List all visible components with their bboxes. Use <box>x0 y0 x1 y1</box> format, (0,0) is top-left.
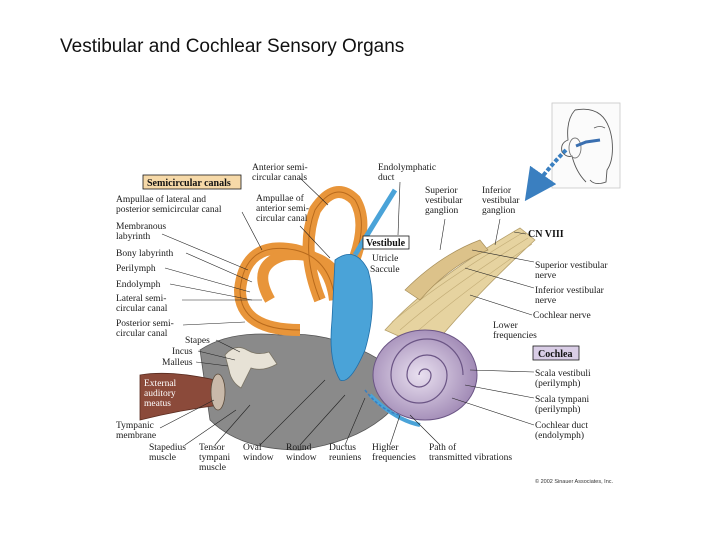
cn-viii-label: CN VIII <box>528 229 564 240</box>
semicircular-canals-label: Semicircular canals <box>147 178 231 189</box>
vibration-path <box>364 389 401 416</box>
external-meatus-label: External auditory meatus <box>144 379 179 409</box>
posterior-canal-label: Posterior semi- circular canal <box>116 319 176 339</box>
superior-ganglion-label: Superior vestibular ganglion <box>425 186 465 216</box>
ampullae-lateral-posterior-label: Ampullae of lateral and posterior semici… <box>116 194 222 215</box>
anterior-canals-label: Anterior semi- circular canals <box>252 163 310 183</box>
vestibule-body <box>330 253 373 382</box>
ossicles <box>224 347 278 389</box>
lateral-canal-label: Lateral semi- circular canal <box>116 294 169 314</box>
cochlear-duct-shape <box>368 393 421 427</box>
nerve-fibers <box>391 231 533 339</box>
inner-ear-mini <box>575 138 601 148</box>
superior-nerve-label: Superior vestibular nerve <box>535 261 610 281</box>
vestibule-label: Vestibule <box>366 238 406 249</box>
round-window-label: Round window <box>286 443 317 463</box>
incus-label: Incus <box>172 347 193 357</box>
cochlea-body <box>372 329 478 421</box>
utricle-label: Utricle <box>372 254 398 264</box>
anatomy-illustration <box>139 186 536 451</box>
higher-frequencies-label: Higher frequencies <box>372 443 416 463</box>
perilymph-label: Perilymph <box>116 264 156 274</box>
vestibular-ganglion <box>404 239 489 301</box>
stapedius-label: Stapedius muscle <box>149 443 188 463</box>
pointer-arrow <box>524 148 568 202</box>
slide-title: Vestibular and Cochlear Sensory Organs <box>60 36 405 57</box>
membranous-labyrinth-label: Membranous labyrinth <box>116 222 169 242</box>
cochlea-label: Cochlea <box>538 349 572 360</box>
semicircular-canals-box: Semicircular canals <box>142 174 242 190</box>
inferior-ganglion-label: Inferior vestibular ganglion <box>482 185 522 216</box>
tympanic-membrane-label: Tympanic membrane <box>116 421 156 441</box>
ductus-reuniens-label: Ductus reuniens <box>329 443 361 463</box>
leader-lines <box>159 177 535 446</box>
tensor-tympani-label: Tensor tympani muscle <box>199 443 233 473</box>
ampullae-anterior-label: Ampullae of anterior semi- circular cana… <box>256 193 311 224</box>
cochlear-nerve-label: Cochlear nerve <box>533 311 591 321</box>
path-of-vibrations-label: Path of transmitted vibrations <box>429 442 512 463</box>
lower-frequencies-label: Lower frequencies <box>493 321 537 341</box>
canal-inner-lines <box>239 191 362 331</box>
copyright-notice: © 2002 Sinauer Associates, Inc. <box>535 478 614 485</box>
saccule-label: Saccule <box>370 265 400 275</box>
malleus-label: Malleus <box>162 358 193 368</box>
ear-shape <box>568 137 582 159</box>
eye-mark <box>593 126 606 129</box>
cochlea-spiral <box>390 338 464 404</box>
stapes-label: Stapes <box>185 336 210 346</box>
endolymphatic-duct-label: Endolymphatic duct <box>378 163 438 183</box>
oval-window-label: Oval window <box>243 443 274 463</box>
head-inset-frame <box>551 102 621 189</box>
endolymphatic-duct-shape <box>352 188 398 257</box>
scala-tympani-label: Scala tympani (perilymph) <box>535 395 591 415</box>
head-outline <box>561 108 613 185</box>
head-inset <box>551 102 621 189</box>
scala-vestibuli-label: Scala vestibuli (perilymph) <box>535 369 593 389</box>
vestibule-box: Vestibule <box>362 235 410 250</box>
inferior-nerve-label: Inferior vestibular nerve <box>535 285 606 306</box>
bony-labyrinth-label: Bony labyrinth <box>116 249 174 259</box>
cochlear-duct-label: Cochlear duct (endolymph) <box>535 421 590 441</box>
cochlea-box: Cochlea <box>532 345 580 361</box>
endolymph-label: Endolymph <box>116 280 161 290</box>
tympanic-membrane-shape <box>210 373 226 411</box>
